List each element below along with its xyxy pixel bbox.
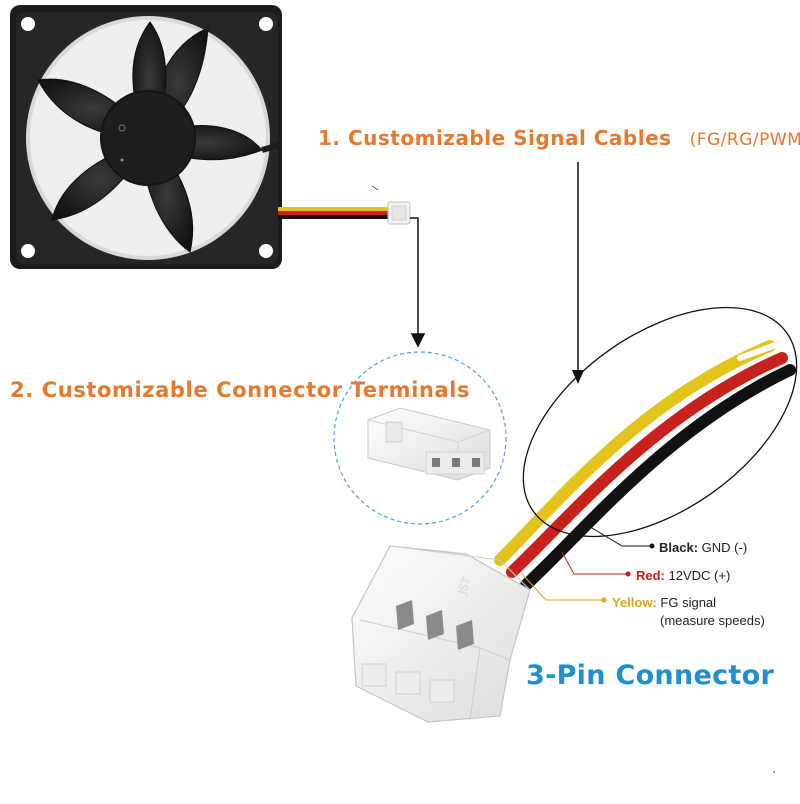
connector-icon — [367, 407, 491, 481]
heading-signal-cables-text: 1. Customizable Signal Cables — [318, 126, 672, 150]
connector-title: 3-Pin Connector — [526, 660, 775, 691]
legend-black-name: Black: — [659, 540, 699, 555]
fan-icon — [10, 5, 282, 269]
legend-pointer-lines — [521, 521, 655, 603]
legend-red-desc: 12VDC (+) — [668, 568, 731, 583]
heading-signal-cables: 1. Customizable Signal Cables (FG/RG/PWM) — [318, 126, 800, 150]
svg-text:JST: JST — [455, 575, 473, 597]
heading-connector-terminals: 2. Customizable Connector Terminals — [10, 378, 471, 402]
wire-highlight-ellipse — [522, 306, 798, 538]
legend-yellow-wire: Yellow: FG signal — [612, 595, 716, 610]
legend-black-wire: Black: GND (-) — [659, 540, 747, 555]
arrow-down-icon — [410, 217, 426, 348]
connector-terminal-callout — [333, 351, 507, 525]
legend-yellow-desc-line2: (measure speeds) — [660, 613, 765, 628]
connector-icon: JST — [351, 545, 531, 723]
signal-types: (FG/RG/PWM) — [689, 130, 800, 150]
legend-red-wire: Red: 12VDC (+) — [636, 568, 730, 583]
fan-wire-bundle — [278, 185, 411, 225]
wire-bundle — [494, 339, 796, 591]
legend-red-name: Red: — [636, 568, 665, 583]
arrow-down-icon — [572, 162, 584, 384]
legend-yellow-desc: FG signal — [660, 595, 717, 610]
legend-yellow-name: Yellow: — [612, 595, 657, 610]
legend-black-desc: GND (-) — [701, 540, 748, 555]
